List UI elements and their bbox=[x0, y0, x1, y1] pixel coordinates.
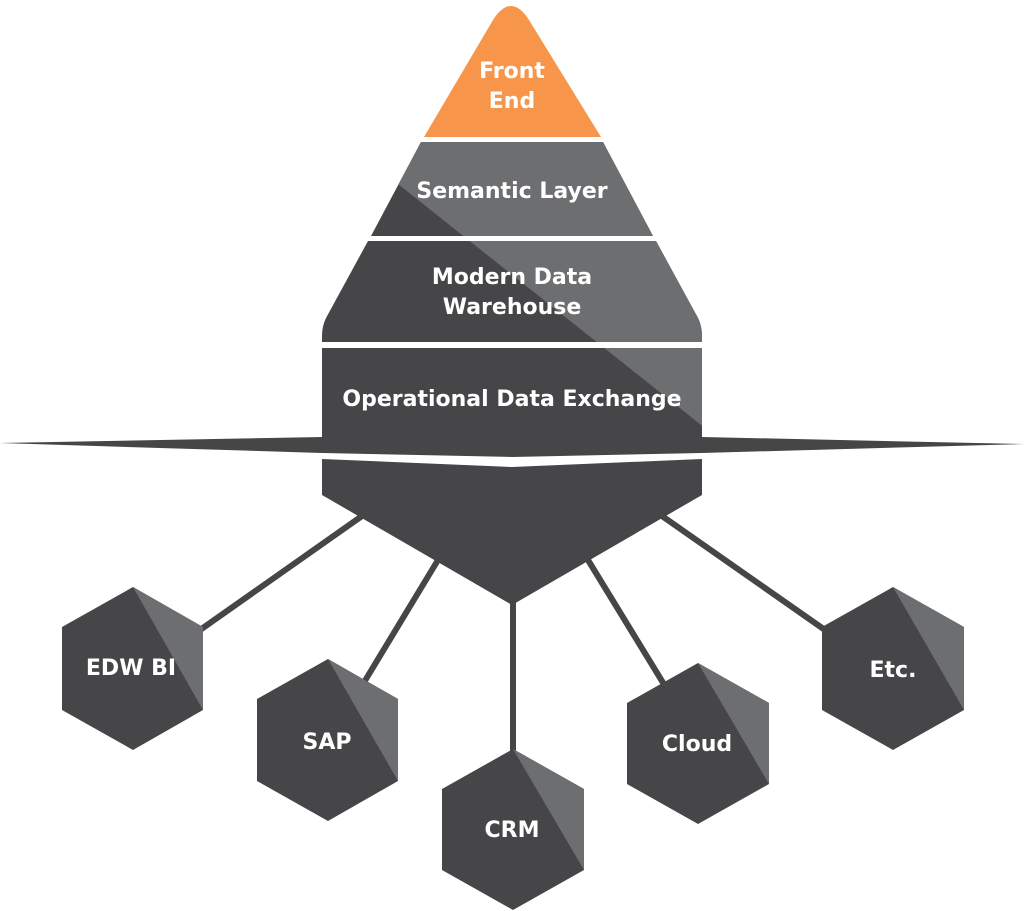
semantic-layer-highlight bbox=[371, 142, 653, 236]
source-edw-bi: EDW BI bbox=[62, 587, 203, 750]
front-end-label-line1: Front bbox=[479, 59, 545, 84]
ode-label: Operational Data Exchange bbox=[342, 387, 681, 412]
cloud-label: Cloud bbox=[662, 732, 732, 757]
hexagon-etc-facet bbox=[893, 587, 964, 710]
layer-operational-data-exchange: Operational Data Exchange bbox=[0, 348, 1024, 457]
etc-label: Etc. bbox=[870, 658, 917, 683]
semantic-layer-label: Semantic Layer bbox=[416, 179, 607, 204]
layer-front-end: Front End bbox=[424, 6, 601, 137]
source-etc: Etc. bbox=[822, 587, 964, 750]
layer-semantic: Semantic Layer bbox=[371, 142, 653, 236]
funnel-distributor bbox=[322, 459, 702, 605]
mdw-label-line1: Modern Data bbox=[432, 265, 592, 290]
source-sap: SAP bbox=[257, 659, 398, 821]
ode-shape bbox=[0, 348, 1024, 457]
connector-etc bbox=[660, 513, 827, 633]
mdw-label-line2: Warehouse bbox=[443, 295, 582, 320]
hexagon-edw-bi-facet bbox=[133, 587, 203, 710]
edw-bi-label: EDW BI bbox=[86, 656, 176, 681]
crm-label: CRM bbox=[485, 818, 540, 843]
source-crm: CRM bbox=[442, 749, 584, 910]
layer-modern-data-warehouse: Modern Data Warehouse bbox=[322, 241, 702, 342]
connector-sap bbox=[360, 558, 441, 686]
sap-label: SAP bbox=[303, 730, 352, 755]
front-end-shape bbox=[424, 6, 601, 137]
front-end-label-line2: End bbox=[489, 89, 535, 114]
source-cloud: Cloud bbox=[627, 663, 769, 824]
connector-edw-bi bbox=[198, 513, 364, 633]
hexagon-crm-facet bbox=[513, 749, 584, 870]
connector-cloud bbox=[585, 558, 668, 688]
hexagon-sap-facet bbox=[328, 659, 398, 781]
connectors bbox=[198, 513, 827, 752]
hexagon-cloud-facet bbox=[698, 663, 769, 784]
